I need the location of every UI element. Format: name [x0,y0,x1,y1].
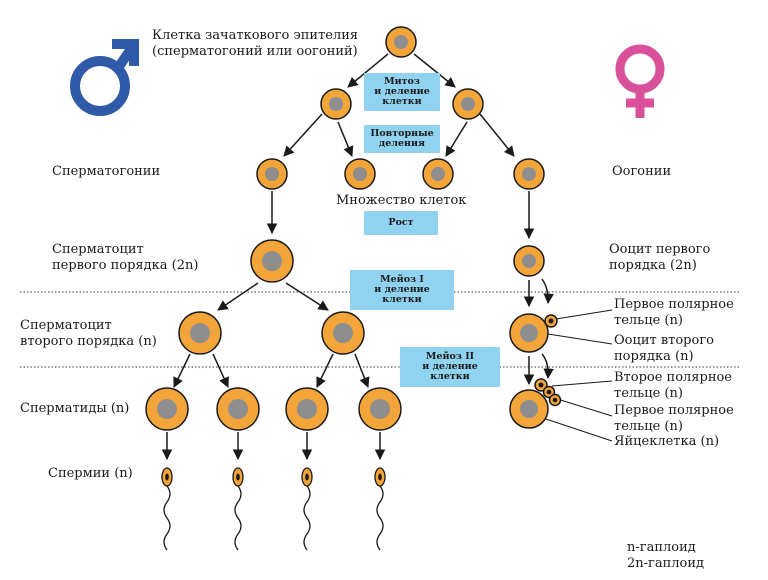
primary-oocyte-label-line1: Ооцит первого [609,242,711,257]
legend-haploid: n-гаплоид [627,540,696,555]
arrow [283,113,323,157]
arrow [316,353,334,388]
growth-box: Рост [364,211,438,235]
arrow [217,282,259,311]
cell [422,158,454,190]
first-polar-body-label-line2: тельце (n) [614,313,683,328]
secondary-spermatocyte-label-line2: второго порядка (n) [20,334,157,349]
first-polar-body-2-label: Первое полярное тельце (n) [614,403,734,435]
cell-mitosis-right [452,88,484,120]
arrow [541,353,554,380]
pointer-line [555,309,613,320]
first-polar-body [544,314,558,328]
sperm-cell [161,467,173,551]
sperm-cell [374,467,386,551]
meiosis-1-box-line: клетки [382,294,422,305]
secondary-spermatocyte-cell [178,311,222,355]
many-cells-label: Множество клеток [336,193,467,208]
spermatid-cell [216,387,260,431]
meiosis-2-box: Мейоз II и деление клетки [400,347,500,387]
first-polar-body-2-label-line2: тельце (n) [614,419,683,434]
repeat-divisions-box-line: деления [378,138,426,149]
arrow [212,353,229,388]
secondary-spermatocyte-cell [321,311,365,355]
first-polar-body-label: Первое полярное тельце (n) [614,297,734,329]
secondary-oocyte-label-line2: порядка (n) [614,349,694,364]
germ-epithelium-label-line1: Клетка зачаткового эпителия [152,28,359,43]
legend-diploid: 2n-гаплоид [627,556,705,571]
arrow [173,353,191,388]
oogonia-label: Оогонии [612,164,672,179]
primary-spermatocyte-label: Сперматоцит первого порядка (2n) [52,242,198,274]
sperm-group [161,467,386,551]
primary-oocyte-cell [513,245,545,277]
arrow [413,53,456,88]
pointer-line [551,380,613,387]
pointer-line [553,397,613,417]
growth-box-label: Рост [388,217,414,228]
arrow [347,53,389,88]
first-polar-body [548,393,562,407]
sperm-cell [301,467,313,551]
cell-mitosis-left [320,88,352,120]
pointer-line [542,417,613,442]
cell [344,158,376,190]
repeat-divisions-box: Повторные деления [364,125,440,153]
germ-epithelium-label-line2: (сперматогоний или оогоний) [152,44,358,59]
secondary-oocyte-label: Ооцит второго порядка (n) [614,333,714,365]
spermatids-label: Сперматиды (n) [20,401,130,416]
spermatogonia-label: Сперматогонии [52,164,161,179]
arrow [445,121,468,157]
arrow [337,121,354,157]
arrow [541,278,554,305]
egg-cell [509,389,549,429]
primary-spermatocyte-label-line2: первого порядка (2n) [52,258,199,273]
arrow [354,353,370,388]
oogonium-cell [513,158,545,190]
meiosis-1-box: Мейоз I и деление клетки [350,270,454,310]
spermatid-cell [285,387,329,431]
sperm-cell [232,467,244,551]
meiosis-2-box-line: клетки [430,371,470,382]
meiosis-2-box-line: и деление [422,361,478,372]
sperm-label: Спермии (n) [48,466,133,481]
female-symbol-icon [615,44,665,118]
mitosis-box-line: и деление [374,86,430,97]
spermatid-cell [358,387,402,431]
secondary-oocyte-cell [509,313,549,353]
spermatid-cell [145,387,189,431]
first-polar-body-2-label-line1: Первое полярное [614,403,734,418]
secondary-oocyte-label-line1: Ооцит второго [614,333,714,348]
arrow [285,282,329,311]
mitosis-box: Митоз и деление клетки [364,73,440,111]
arrow [479,113,515,157]
first-polar-body-label-line1: Первое полярное [614,297,734,312]
male-symbol-icon [70,39,139,116]
meiosis-1-box-line: и деление [374,284,430,295]
second-polar-body-label-line2: тельце (n) [614,386,683,401]
pointer-lines [542,309,613,442]
secondary-spermatocyte-label-line1: Сперматоцит [20,318,112,333]
second-polar-body-label-line1: Второе полярное [614,370,733,385]
germ-epithelium-cell [385,26,417,58]
germ-epithelium-label: Клетка зачаткового эпителия (сперматогон… [152,28,358,60]
egg-label: Яйцеклетка (n) [614,434,720,449]
mitosis-box-line: Митоз [384,76,420,87]
arrows-group [161,53,554,461]
primary-oocyte-label-line2: порядка (2n) [609,258,697,273]
meiosis-2-box-line: Мейоз II [425,351,475,362]
cells-group [145,26,562,431]
repeat-divisions-box-line: Повторные [370,128,434,139]
second-polar-body-label: Второе полярное тельце (n) [614,370,732,402]
primary-oocyte-label: Ооцит первого порядка (2n) [609,242,710,274]
pointer-line [547,333,613,345]
spermatogonium-cell [256,158,288,190]
meiosis-1-box-line: Мейоз I [380,274,424,285]
secondary-spermatocyte-label: Сперматоцит второго порядка (n) [20,318,157,350]
primary-spermatocyte-label-line1: Сперматоцит [52,242,144,257]
second-polar-body [534,378,548,392]
primary-spermatocyte-cell [250,239,294,283]
mitosis-box-line: клетки [382,96,422,107]
